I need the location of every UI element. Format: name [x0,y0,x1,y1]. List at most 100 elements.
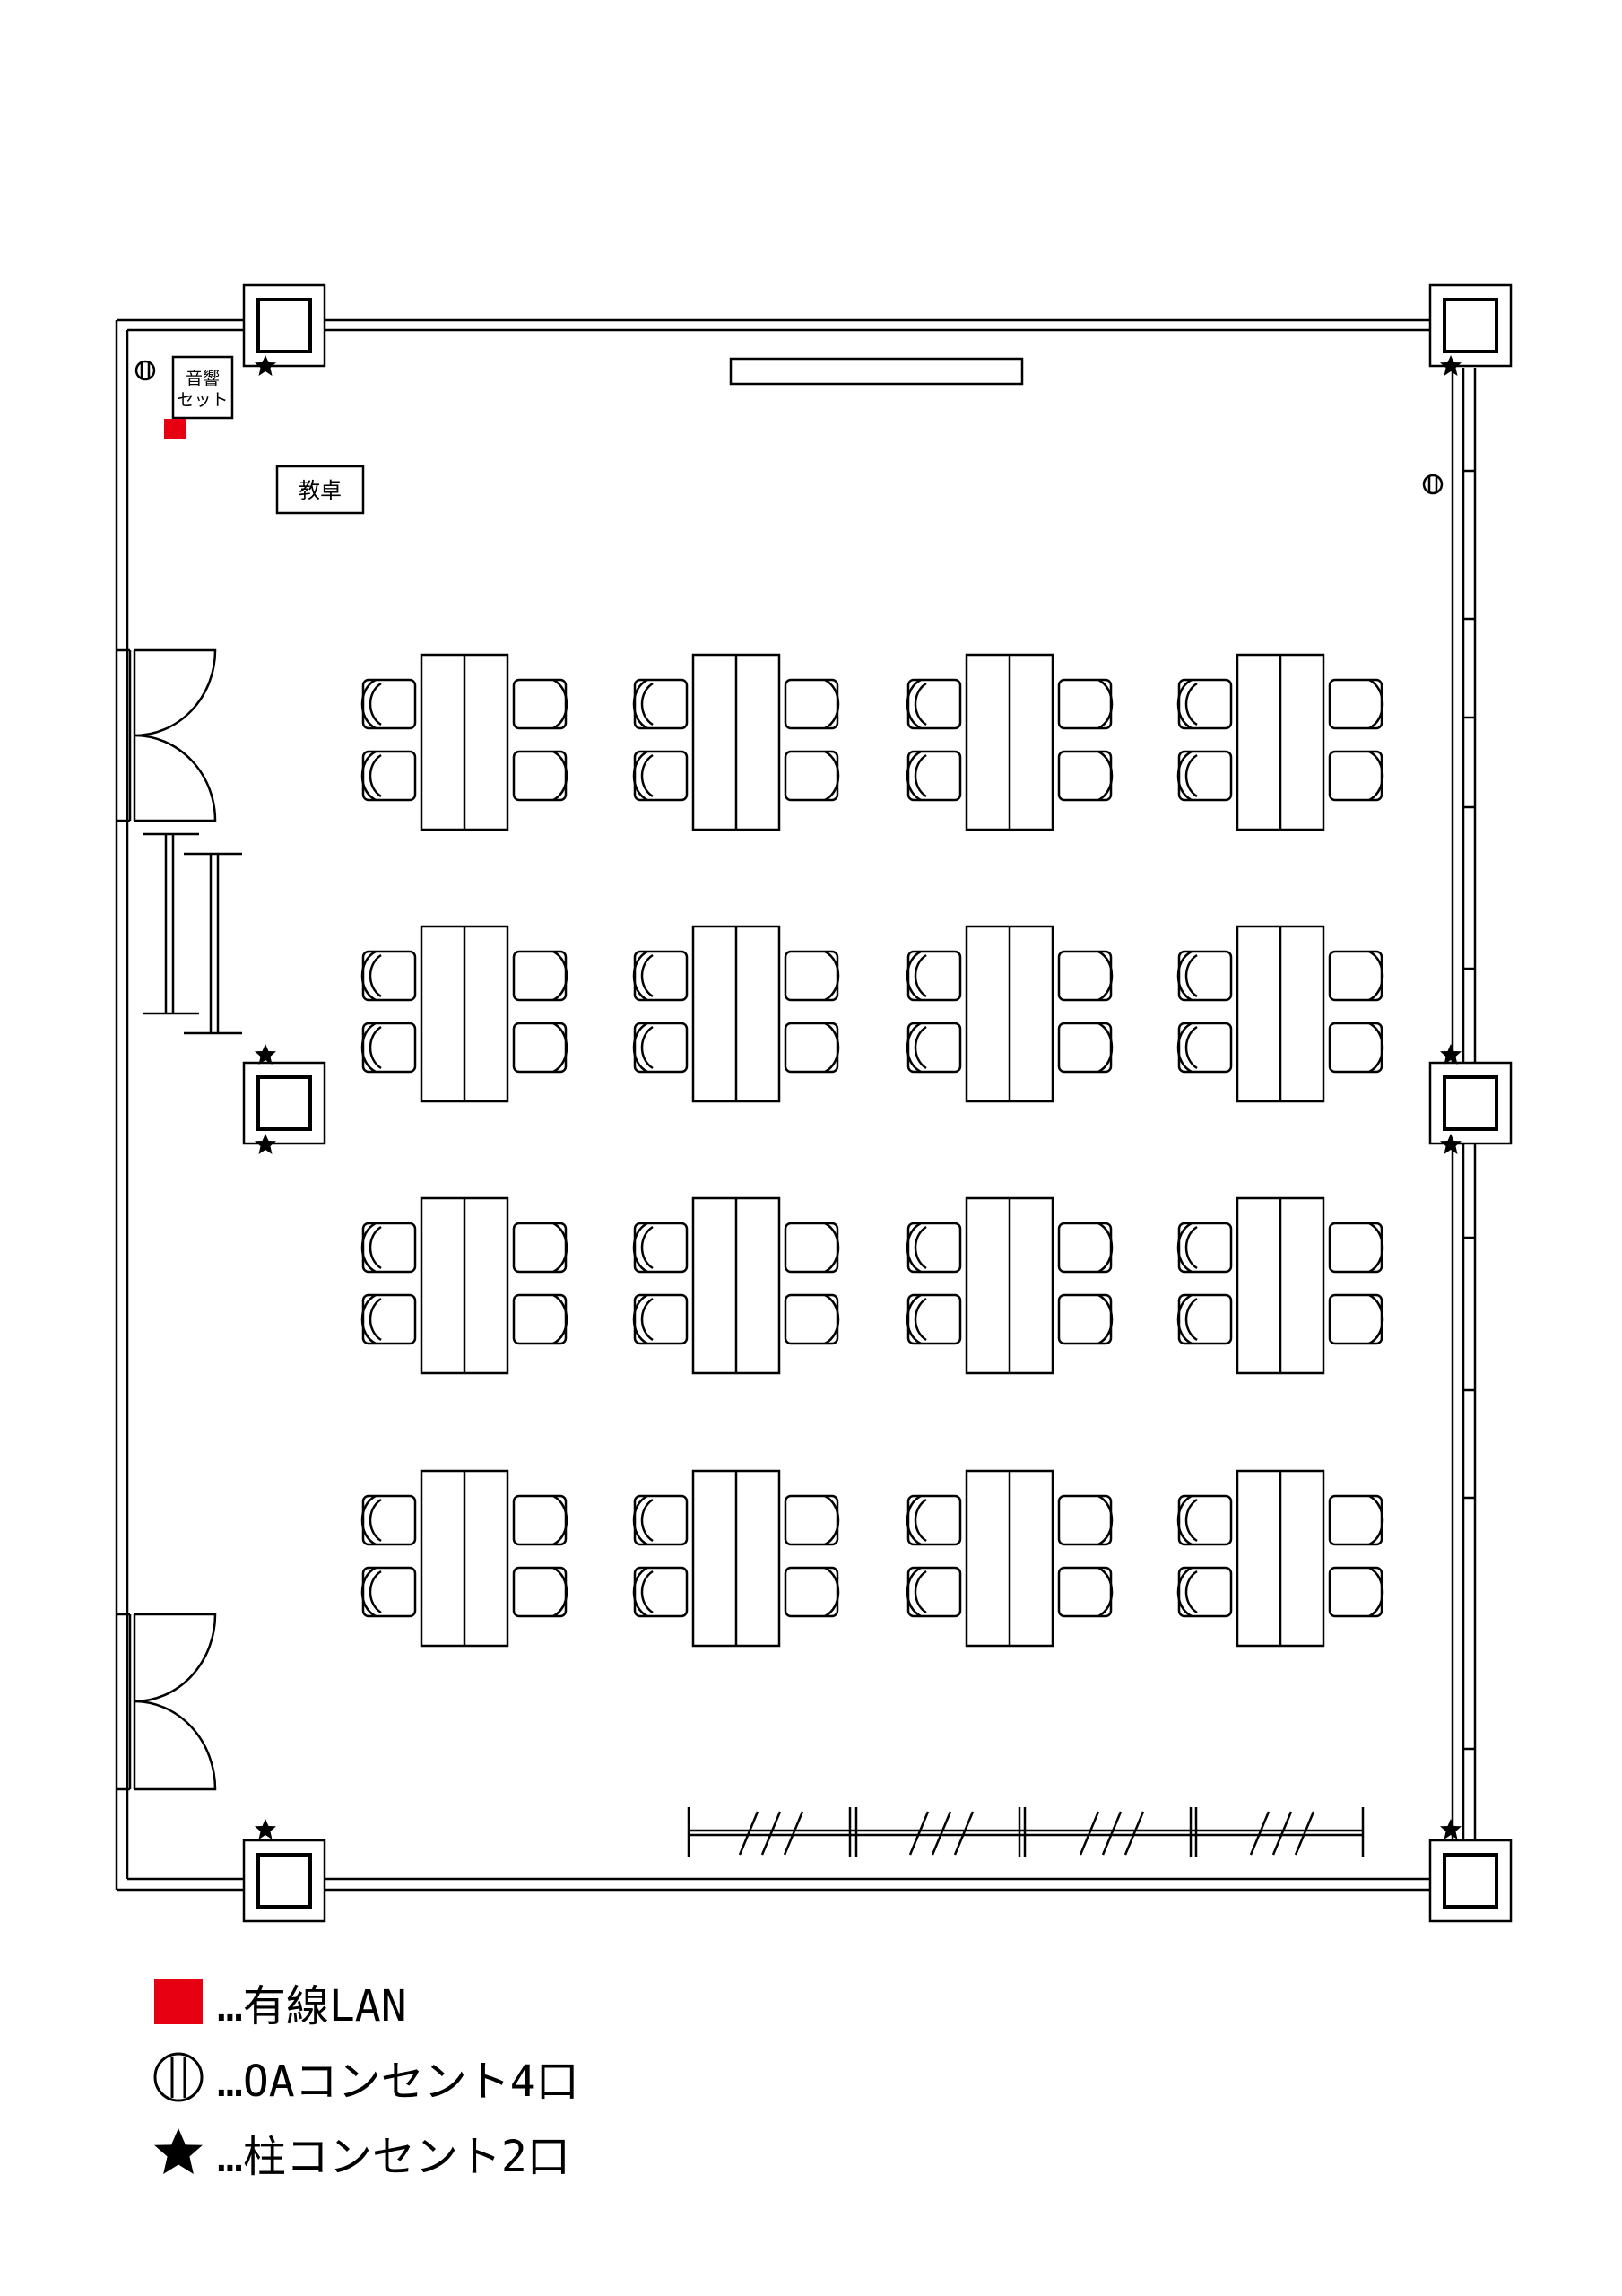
oa-outlet-icon [152,2051,204,2103]
chair [906,1566,962,1618]
pillar [242,1061,326,1145]
chair [784,1222,840,1274]
chair [360,750,417,802]
star-icon [152,2126,204,2179]
legend-label-oa-outlet: …OAコンセント4口 [217,2057,579,2107]
chair [784,1494,840,1546]
chair [512,678,568,730]
chair [1328,1494,1384,1546]
chair [360,678,417,730]
chair [360,1494,417,1546]
bottom-partition [687,1807,1365,1857]
chair [632,1494,689,1546]
desk-cluster [906,1469,1114,1648]
audio-set-box [171,355,234,420]
chair [1328,1022,1384,1074]
chair [906,1293,962,1345]
audio-set-label-2: セット [177,390,228,410]
chair [512,1566,568,1618]
chair [360,950,417,1002]
chair [1176,1022,1233,1074]
pillar [242,1839,326,1923]
chair [1057,1022,1114,1074]
chair [512,750,568,802]
legend-item-pillar-outlet: …柱コンセント2口 [152,2115,579,2190]
chair [1057,1293,1114,1345]
chair [512,1222,568,1274]
pillar-outlet-markers [255,355,1462,1839]
chair [784,950,840,1002]
chair [1328,1222,1384,1274]
star-icon [255,1134,276,1154]
chair [1176,1566,1233,1618]
chair [1057,678,1114,730]
chair [512,1293,568,1345]
legend: …有線LAN …OAコンセント4口 …柱コンセント2口 [152,1964,579,2190]
star-icon [1440,1044,1462,1065]
chair [360,1566,417,1618]
desk-cluster [360,1469,568,1648]
chair [632,1566,689,1618]
chair [1057,1222,1114,1274]
desk-cluster [906,653,1114,831]
star-icon [255,1819,276,1839]
door-lower [117,1613,217,1791]
pillar [1428,1839,1513,1923]
pillar [1428,1061,1513,1145]
chair [1176,750,1233,802]
star-icon [255,355,276,376]
chair [1176,678,1233,730]
desk-cluster [360,1196,568,1375]
desk-cluster [632,925,840,1103]
chair [1328,678,1384,730]
chair [1176,1293,1233,1345]
chair [360,1293,417,1345]
star-icon [1440,1134,1462,1154]
podium-label: 教卓 [299,478,342,503]
red-square-icon [164,419,186,439]
chair [1176,950,1233,1002]
desk-cluster [906,925,1114,1103]
chair [784,678,840,730]
podium [275,465,365,515]
chair [1176,1494,1233,1546]
legend-item-oa-outlet: …OAコンセント4口 [152,2039,579,2115]
chair [784,1293,840,1345]
red-square-icon [152,1976,204,2028]
chair [906,1494,962,1546]
chair [906,678,962,730]
chair [784,750,840,802]
star-icon [255,1044,276,1065]
desk-cluster [360,653,568,831]
desk-cluster [632,1469,840,1648]
chair [1057,1494,1114,1546]
door-upper [117,648,217,822]
pillars [242,283,1513,1923]
chair [1057,950,1114,1002]
chair [1176,1222,1233,1274]
chair [1328,750,1384,802]
right-wall-windows [1463,469,1475,1751]
desk-cluster [1176,925,1384,1103]
chair [906,750,962,802]
whiteboard [729,357,1024,386]
chair [512,1022,568,1074]
desk-cluster [1176,1196,1384,1375]
chair [1328,950,1384,1002]
chair [1328,1293,1384,1345]
chair [906,1022,962,1074]
oa-outlet-icon [1422,474,1444,495]
chair [1057,750,1114,802]
chair [632,950,689,1002]
legend-item-lan: …有線LAN [152,1964,579,2039]
chair [906,950,962,1002]
chair [632,1222,689,1274]
desk-cluster [1176,1469,1384,1648]
left-shelf [143,832,242,1035]
chair [632,750,689,802]
chair [906,1222,962,1274]
chair [632,1022,689,1074]
chair [512,950,568,1002]
chair [784,1566,840,1618]
